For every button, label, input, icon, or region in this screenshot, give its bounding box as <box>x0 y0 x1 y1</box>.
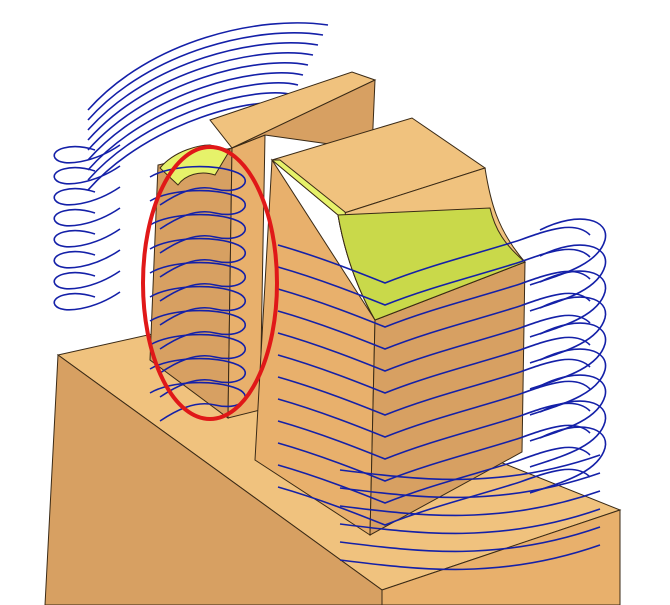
toolpath-boss-band <box>277 226 591 284</box>
toolpath-right-curl <box>529 296 607 364</box>
toolpath-right-curl <box>529 218 607 286</box>
toolpath-right-curl <box>529 426 607 494</box>
toolpath-boss-band <box>277 446 591 504</box>
toolpath-right-curl <box>529 374 607 442</box>
boss-fillet-band <box>337 207 526 321</box>
toolpath-upper-sweep <box>87 32 324 121</box>
toolpath-upper-sweep <box>87 72 304 161</box>
toolpath-upper-sweep <box>87 92 294 181</box>
toolpath-lower-sweep <box>339 526 601 553</box>
toolpath-left-curl <box>53 270 121 290</box>
toolpath-right-curl <box>529 322 607 390</box>
toolpath-lower-sweep <box>339 472 601 499</box>
toolpath-left-curl <box>53 228 121 248</box>
toolpath-boss-band <box>277 358 591 416</box>
toolpath-left-curl <box>53 207 121 227</box>
toolpath-right-curl <box>529 348 607 416</box>
toolpath-boss-band <box>277 380 591 438</box>
rib-fillet-face <box>159 144 231 186</box>
toolpath-boss-band <box>277 336 591 394</box>
highlight-ellipse[interactable] <box>141 145 279 421</box>
toolpath-boss-band <box>277 292 591 350</box>
toolpath-upper-sweep <box>87 42 319 131</box>
main-boss[interactable] <box>254 117 526 536</box>
toolpath-boss-band <box>277 468 591 526</box>
toolpath-boss-band <box>277 424 591 482</box>
toolpath-left-curl <box>53 249 121 269</box>
toolpath-upper-sweep <box>87 82 299 171</box>
toolpath-right-curl <box>529 270 607 338</box>
toolpath-right-curl <box>529 244 607 312</box>
toolpath-lower-sweep <box>339 490 601 517</box>
toolpath-lower-sweep <box>339 544 601 571</box>
toolpath-loops <box>149 165 607 571</box>
toolpath-boss-band <box>277 248 591 306</box>
toolpath-lower-sweep <box>339 454 601 481</box>
toolpath-upper-sweep <box>87 22 329 111</box>
toolpath-right-curl <box>529 400 607 468</box>
toolpath-left-curl <box>53 165 121 185</box>
toolpath-left-curl <box>53 291 121 311</box>
base-right-face <box>381 509 621 605</box>
toolpath-lower-sweep <box>339 508 601 535</box>
toolpath-upper-sweep <box>87 62 309 151</box>
toolpath-boss-band <box>277 270 591 328</box>
toolpath-left-curl <box>53 144 121 164</box>
toolpath-boss-band <box>277 314 591 372</box>
toolpath-upper-sweep <box>87 52 314 141</box>
toolpath-left-curl <box>53 186 121 206</box>
